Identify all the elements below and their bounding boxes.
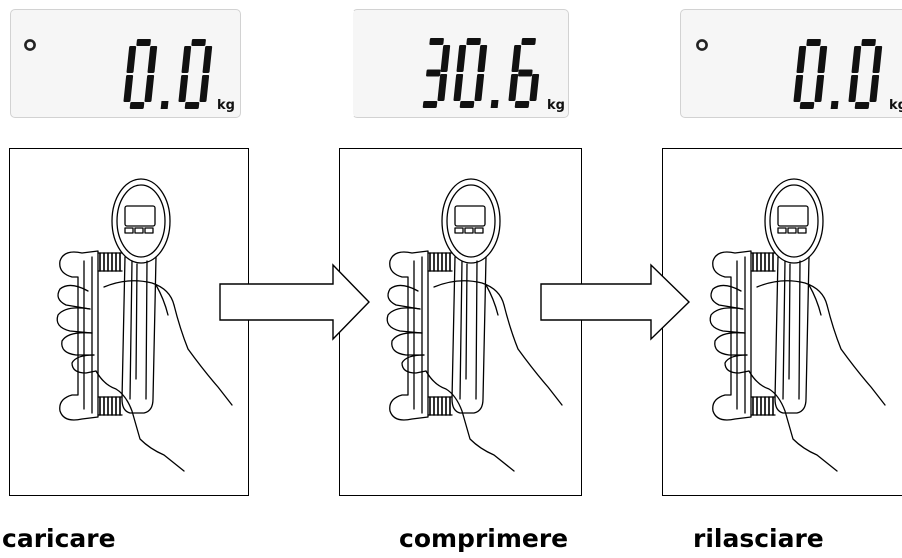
display-3-indicator xyxy=(696,39,708,51)
display-3: kg xyxy=(680,9,902,118)
display-2: kg xyxy=(352,9,569,118)
lcd-digit xyxy=(508,38,540,108)
lcd-digit xyxy=(422,38,451,108)
step-panel-release xyxy=(662,148,902,496)
lcd-digit xyxy=(793,39,828,109)
lcd-digit xyxy=(848,39,883,109)
hand-dynamometer-illustration xyxy=(709,178,886,472)
step-panel-squeeze xyxy=(339,148,582,496)
lcd-digit xyxy=(453,38,488,108)
step-panel-load xyxy=(9,148,249,496)
decimal-point xyxy=(490,100,499,108)
display-2-unit: kg xyxy=(547,98,565,113)
step-label-release: rilasciare xyxy=(693,524,824,553)
display-1-unit: kg xyxy=(217,98,235,113)
display-1-reading xyxy=(123,39,213,109)
display-3-unit: kg xyxy=(889,98,902,113)
hand-dynamometer-illustration xyxy=(386,178,563,472)
decimal-point xyxy=(160,101,169,109)
step-label-load: caricare xyxy=(2,524,116,553)
display-2-graphic: kg xyxy=(422,38,565,113)
display-1-indicator xyxy=(24,39,36,51)
step-label-squeeze: comprimere xyxy=(399,524,569,553)
lcd-digit xyxy=(178,39,213,109)
display-2-reading xyxy=(422,38,540,108)
display-3-reading xyxy=(793,39,883,109)
display-3-graphic: kg xyxy=(696,39,902,113)
lcd-digit xyxy=(123,39,158,109)
right-arrow-icon xyxy=(219,263,370,341)
hand-dynamometer-illustration xyxy=(56,178,233,472)
display-1-graphic: kg xyxy=(24,39,235,113)
decimal-point xyxy=(830,101,839,109)
right-arrow-icon xyxy=(540,263,691,341)
display-1: kg xyxy=(10,9,241,118)
